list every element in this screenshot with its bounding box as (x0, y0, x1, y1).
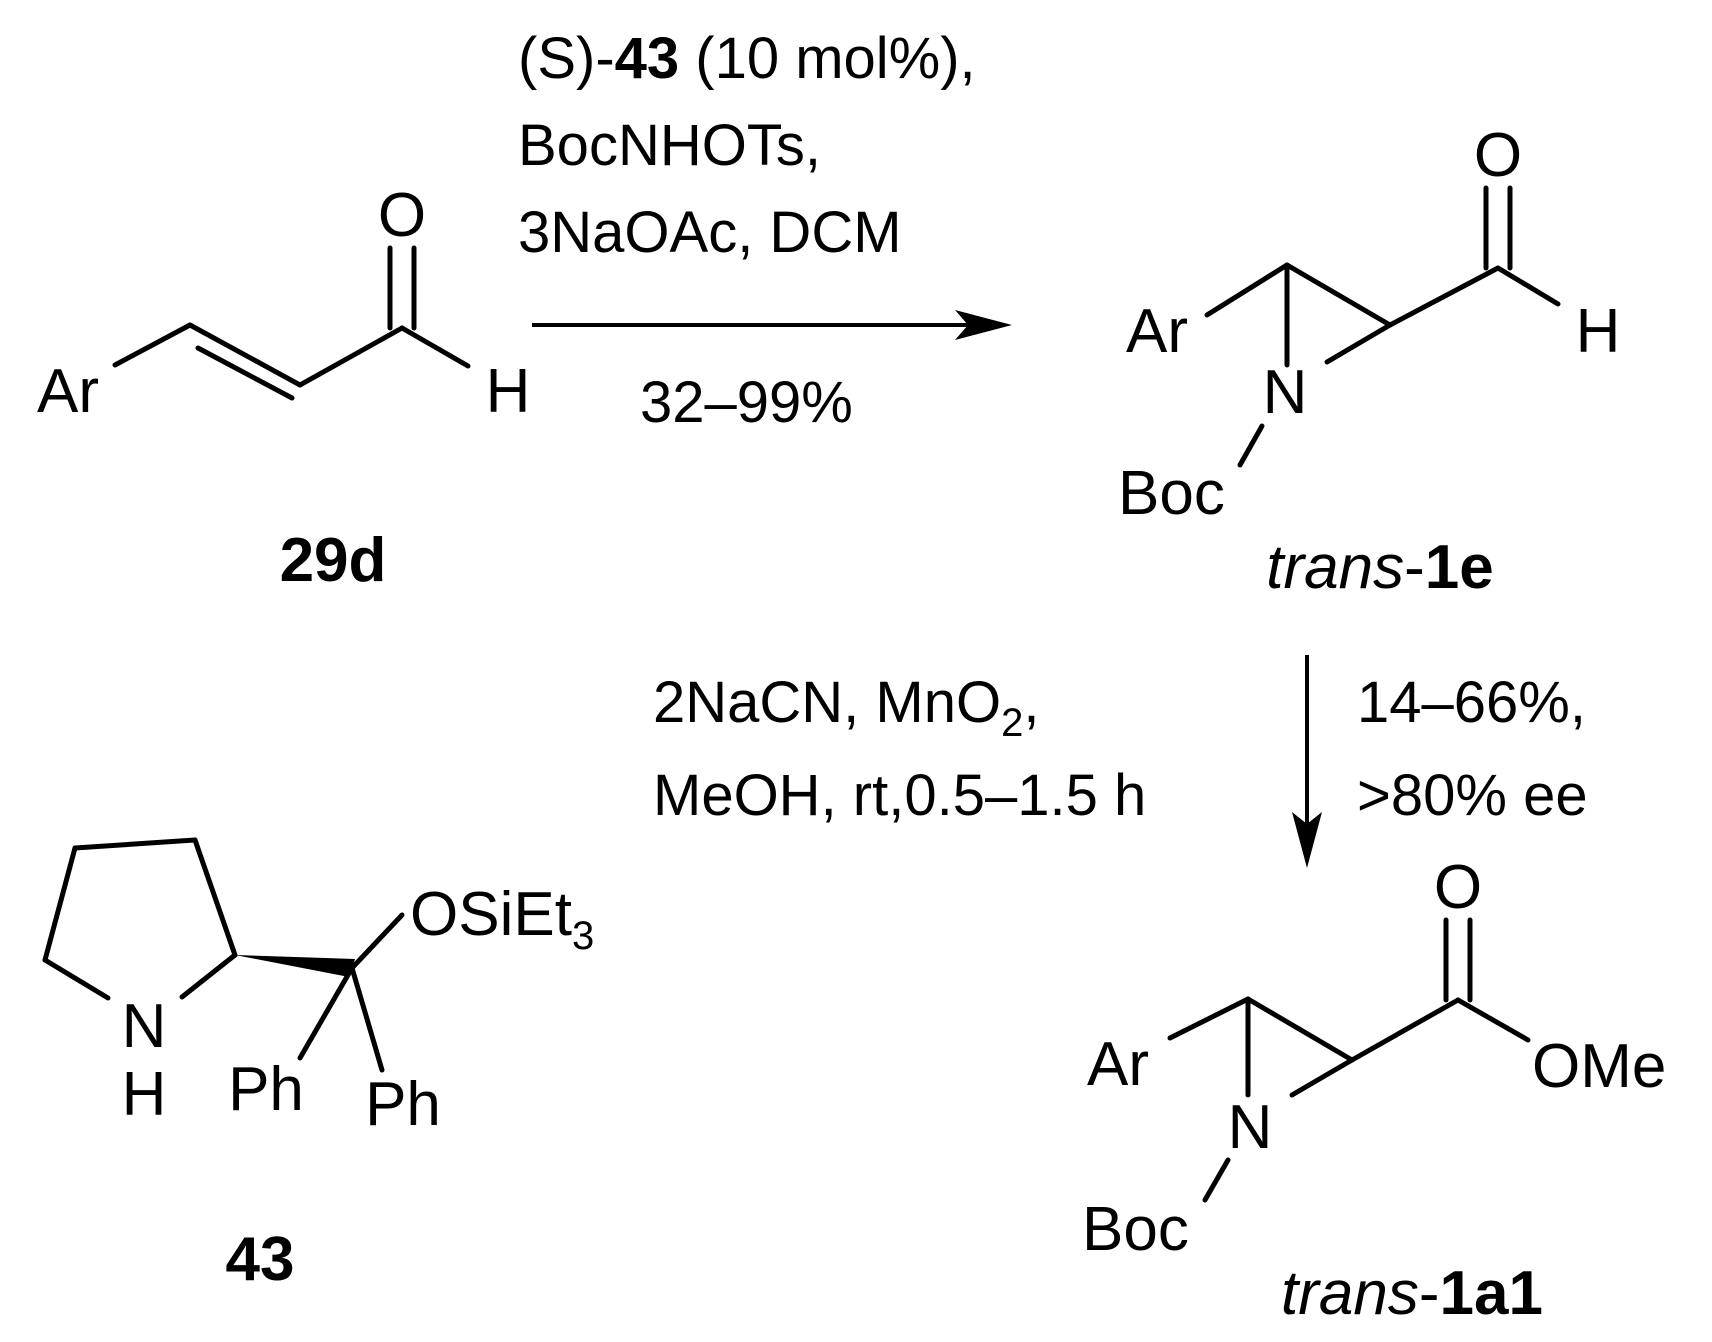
bond-n-boc (1202, 1157, 1231, 1203)
bond-c-osi (349, 912, 405, 971)
compound-label-29d: 29d (280, 526, 387, 595)
bond-c-ph1 (297, 965, 355, 1061)
bond-ring-c3-n (179, 952, 238, 1000)
compound-label-43: 43 (226, 1225, 295, 1294)
reaction-1-yield: 32–99% (640, 370, 853, 435)
reaction-1-conditions-line3: 3NaOAc, DCM (518, 200, 902, 265)
atom-o: O (1474, 121, 1522, 190)
bond-ar-c1 (112, 322, 193, 368)
atom-nh-h: H (122, 1060, 167, 1129)
atom-n: N (1228, 1093, 1273, 1162)
bond-n-boc (1237, 423, 1265, 468)
bond-cb-c (1349, 997, 1461, 1063)
compound-29d: O H Ar 29d (37, 181, 530, 595)
atom-n: N (122, 992, 167, 1061)
compound-label-trans-1e: trans-1e (1266, 533, 1493, 602)
wedge-bond-c2-c (235, 955, 355, 977)
bond-ar-ca (1204, 262, 1290, 318)
group-ph-2: Ph (365, 1070, 441, 1139)
bond-c-h (1495, 265, 1561, 307)
reaction-1-conditions-line2: BocNHOTs, (518, 113, 821, 178)
reaction-arrow-1: (S)-43 (10 mol%), BocNHOTs, 3NaOAc, DCM … (518, 26, 1012, 435)
compound-trans-1e: O H Ar N Boc trans-1e (1118, 121, 1620, 602)
group-boc: Boc (1118, 459, 1225, 528)
group-boc: Boc (1082, 1195, 1189, 1264)
atom-o: O (1434, 853, 1482, 922)
bond-c-ome (1455, 997, 1531, 1043)
atom-ar: Ar (1126, 297, 1188, 366)
bond-ring-c5-c6 (42, 845, 78, 963)
bond-c-ph2 (349, 965, 385, 1073)
reaction-2-results-line1: 14–66%, (1357, 670, 1586, 735)
bond-c1-c2-double (187, 322, 303, 388)
reaction-2-conditions-line2: MeOH, rt,0.5–1.5 h (653, 763, 1146, 828)
bond-ring-c6-n (42, 957, 111, 1001)
bond-c3-h (399, 325, 471, 369)
bond-cb-n (1324, 322, 1393, 365)
reaction-2-results-line2: >80% ee (1357, 763, 1588, 828)
atom-h: H (1576, 297, 1621, 366)
reaction-1-conditions-line1: (S)-43 (10 mol%), (518, 26, 976, 91)
arrow-1-head (955, 310, 1012, 340)
bond-ring-c5-c4 (72, 837, 198, 851)
bond-cb-c (1387, 265, 1501, 328)
bond-ar-ca (1167, 996, 1251, 1041)
compound-43: N H OSiEt3 Ph Ph 43 (42, 837, 594, 1294)
compound-label-trans-1a1: trans-1a1 (1281, 1259, 1543, 1328)
atom-o: O (378, 181, 426, 250)
compound-trans-1a1: O OMe Ar N Boc trans-1a1 (1082, 853, 1666, 1328)
reaction-2-conditions-line1: 2NaCN, MnO2, (653, 670, 1039, 745)
atom-ar: Ar (1087, 1030, 1149, 1099)
reaction-arrow-2: 2NaCN, MnO2, MeOH, rt,0.5–1.5 h 14–66%, … (653, 655, 1588, 868)
bond-c1-c2-double-inner (195, 345, 295, 401)
arrow-2-head (1292, 812, 1322, 868)
bond-c2-c3 (297, 325, 405, 388)
bond-ca-cb (1245, 996, 1355, 1063)
atom-h: H (486, 357, 531, 426)
bond-ca-cb (1284, 262, 1393, 328)
bond-cb-n (1289, 1057, 1355, 1098)
atom-n: N (1263, 358, 1308, 427)
bond-ring-c4-c3 (192, 837, 238, 958)
group-ome: OMe (1532, 1032, 1666, 1101)
group-ph-1: Ph (228, 1055, 304, 1124)
atom-ar: Ar (37, 357, 99, 426)
group-osiet3: OSiEt3 (410, 880, 594, 958)
